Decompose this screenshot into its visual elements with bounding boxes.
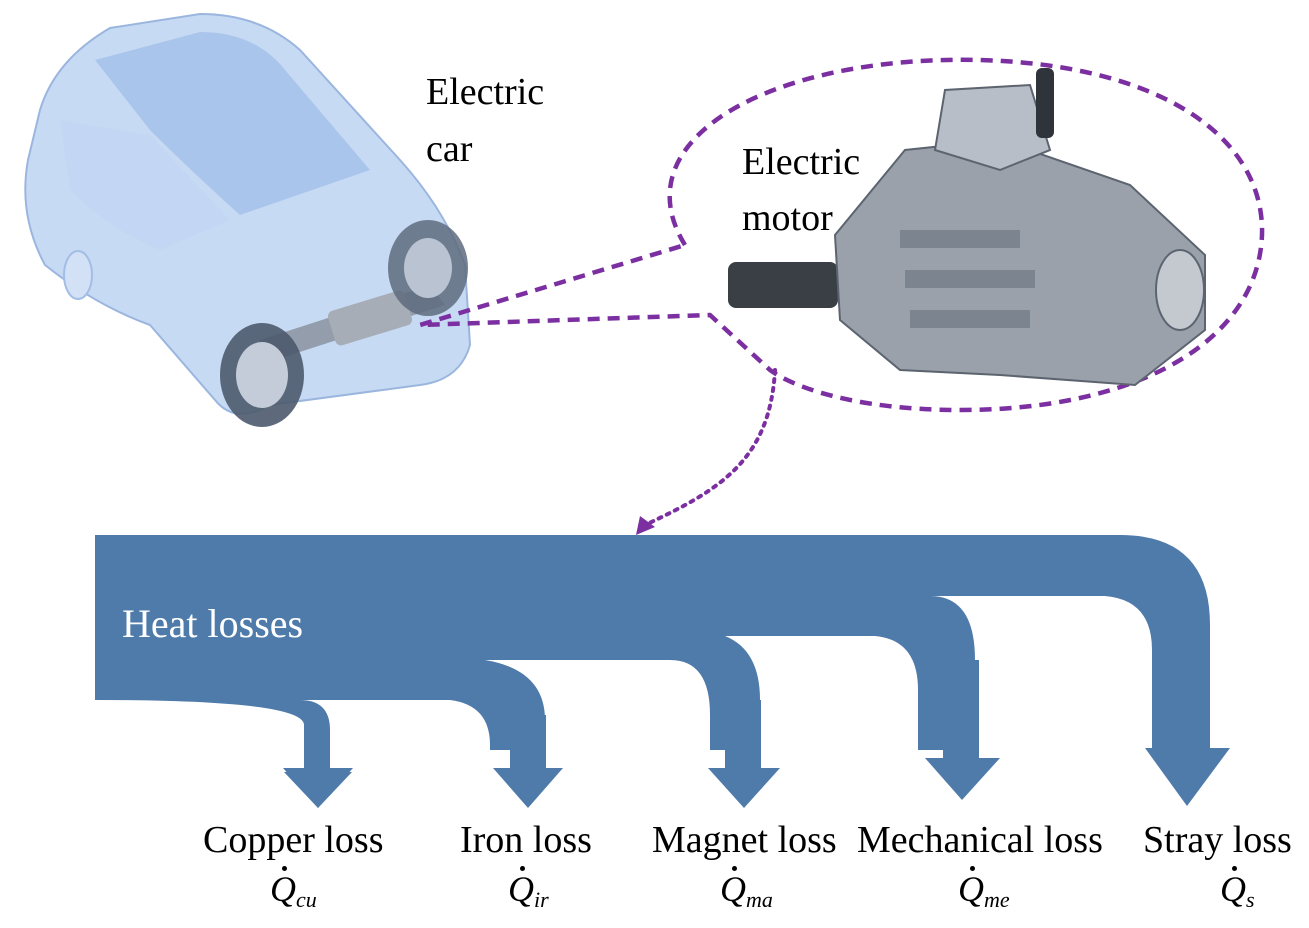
mechanical-loss-stem: [943, 660, 979, 760]
mechanical-loss-symbol-sub: me: [984, 887, 1010, 912]
motor-housing: [833, 138, 1206, 387]
stray-loss-arrowhead: [1145, 748, 1230, 806]
dotted-connector-arrow: [643, 368, 777, 527]
mechanical-loss-arrowhead: [925, 758, 1000, 800]
electric-car-label-line2: car: [426, 128, 473, 170]
iron-loss-arrowhead: [493, 768, 563, 808]
car-drive-unit: [327, 290, 413, 346]
motor-connector: [1036, 68, 1054, 138]
mechanical-loss-symbol: Qme: [958, 866, 1010, 913]
mechanical-loss-symbol-q: Q: [958, 866, 984, 909]
motor-end-cap: [1155, 249, 1205, 331]
magnet-loss-symbol-q: Q: [720, 866, 746, 909]
motor-fin-3: [910, 310, 1030, 328]
heat-loss-flow: [95, 535, 1230, 808]
magnet-loss-arrowhead: [708, 768, 780, 808]
copper-loss-symbol-q: Q: [270, 866, 296, 909]
iron-loss-symbol-sub: ir: [534, 887, 549, 912]
electric-motor-illustration: [728, 68, 1206, 387]
car-rear-rim: [404, 238, 452, 298]
electric-car-illustration: [24, 12, 472, 427]
iron-loss-label: Iron loss: [460, 819, 592, 861]
mechanical-loss-label: Mechanical loss: [857, 819, 1103, 861]
copper-loss-label: Copper loss: [203, 819, 384, 861]
electric-car-label-line1: Electric: [426, 71, 545, 113]
motor-shaft: [728, 262, 838, 308]
car-front-rim: [236, 342, 288, 408]
copper-loss-arrowhead: [283, 768, 353, 808]
copper-loss-symbol: Qcu: [270, 866, 317, 913]
electric-motor-label-line1: Electric: [742, 141, 861, 183]
motor-callout-bubble: [417, 57, 1265, 413]
car-windshield: [95, 32, 370, 215]
stray-loss-stem: [1165, 625, 1210, 750]
magnet-loss-stem: [725, 700, 761, 770]
heat-flow-main-band: [95, 535, 1210, 750]
iron-loss-stem: [510, 715, 546, 771]
motor-fin-1: [900, 230, 1020, 248]
stray-loss-label: Stray loss: [1143, 819, 1292, 861]
stray-loss-symbol: Qs: [1220, 866, 1255, 913]
electric-motor-label-line2: motor: [742, 197, 833, 239]
iron-loss-symbol: Qir: [508, 866, 549, 913]
iron-loss-symbol-q: Q: [508, 866, 534, 909]
motor-fin-2: [905, 270, 1035, 288]
car-front-light: [63, 250, 93, 300]
heat-losses-label: Heat losses: [122, 601, 304, 646]
magnet-loss-label: Magnet loss: [652, 819, 837, 861]
stray-loss-symbol-q: Q: [1220, 866, 1246, 909]
car-side-window: [60, 120, 230, 250]
copper-loss-symbol-sub: cu: [296, 887, 317, 912]
stray-loss-symbol-sub: s: [1246, 887, 1255, 912]
dotted-arrowhead: [636, 516, 655, 535]
magnet-loss-symbol-sub: ma: [746, 887, 773, 912]
magnet-loss-symbol: Qma: [720, 866, 773, 913]
